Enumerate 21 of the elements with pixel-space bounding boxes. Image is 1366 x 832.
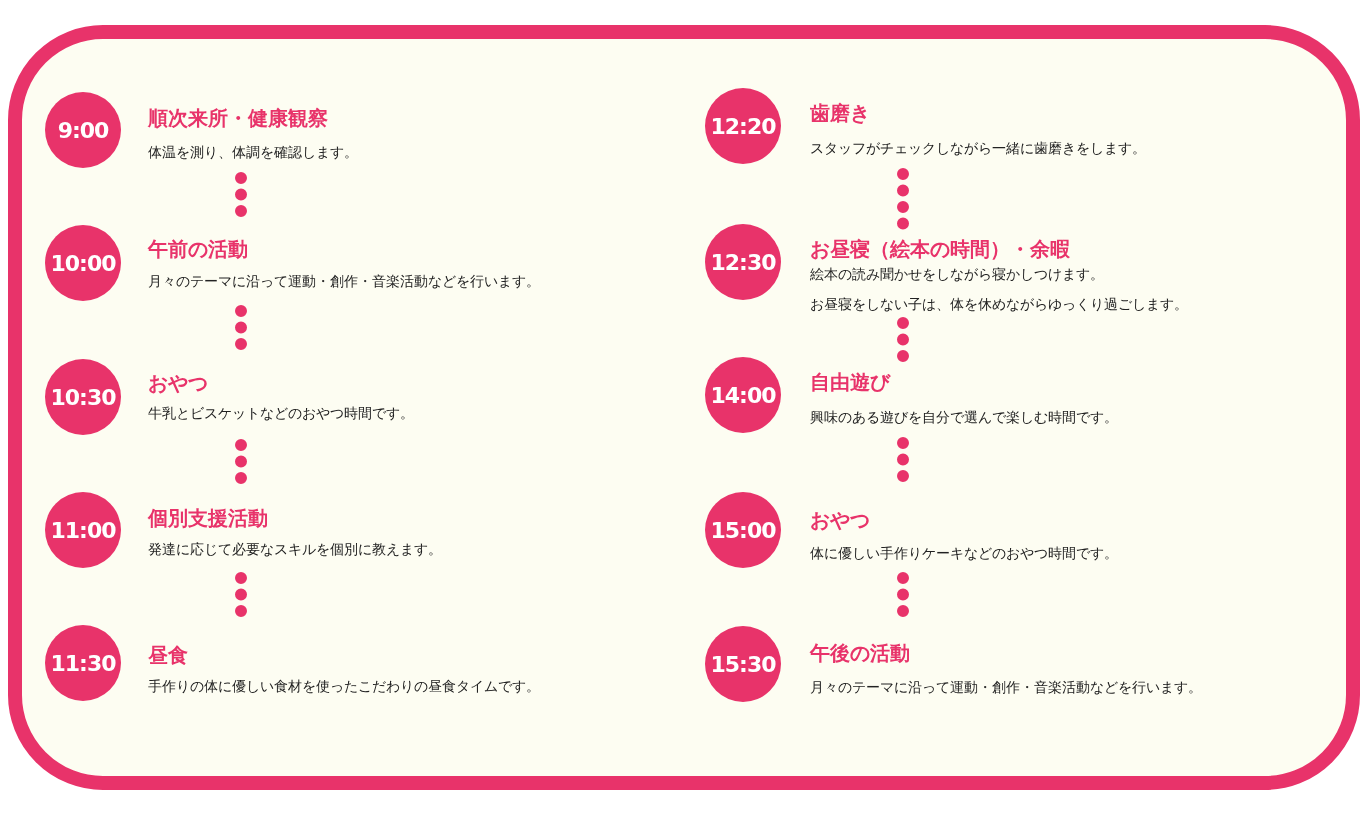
activity-heading: 自由遊び: [810, 370, 890, 394]
activity-description: 手作りの体に優しい食材を使ったこだわりの昼食タイムです。: [148, 677, 540, 695]
activity-description: 体に優しい手作りケーキなどのおやつ時間です。: [810, 544, 1118, 562]
activity-description: 月々のテーマに沿って運動・創作・音楽活動などを行います。: [148, 272, 540, 290]
activity-heading: 個別支援活動: [148, 506, 268, 530]
activity-heading: おやつ: [810, 508, 870, 532]
activity-description: 絵本の読み聞かせをしながら寝かしつけます。: [810, 265, 1104, 283]
activity-description: 牛乳とビスケットなどのおやつ時間です。: [148, 404, 414, 422]
activity-heading: 順次来所・健康観察: [148, 106, 328, 130]
activity-heading: お昼寝（絵本の時間）・余暇: [810, 237, 1070, 261]
activity-heading: 昼食: [148, 643, 188, 667]
activity-description: お昼寝をしない子は、体を休めながらゆっくり過ごします。: [810, 295, 1188, 313]
activity-heading: おやつ: [148, 371, 208, 395]
activity-description: スタッフがチェックしながら一緒に歯磨きをします。: [810, 139, 1146, 157]
activity-description: 興味のある遊びを自分で選んで楽しむ時間です。: [810, 408, 1118, 426]
activity-description: 月々のテーマに沿って運動・創作・音楽活動などを行います。: [810, 678, 1202, 696]
activity-description: 発達に応じて必要なスキルを個別に教えます。: [148, 540, 442, 558]
activity-heading: 歯磨き: [810, 101, 870, 125]
activity-heading: 午後の活動: [810, 641, 910, 665]
activity-description: 体温を測り、体調を確認します。: [148, 143, 358, 161]
activity-heading: 午前の活動: [148, 237, 248, 261]
